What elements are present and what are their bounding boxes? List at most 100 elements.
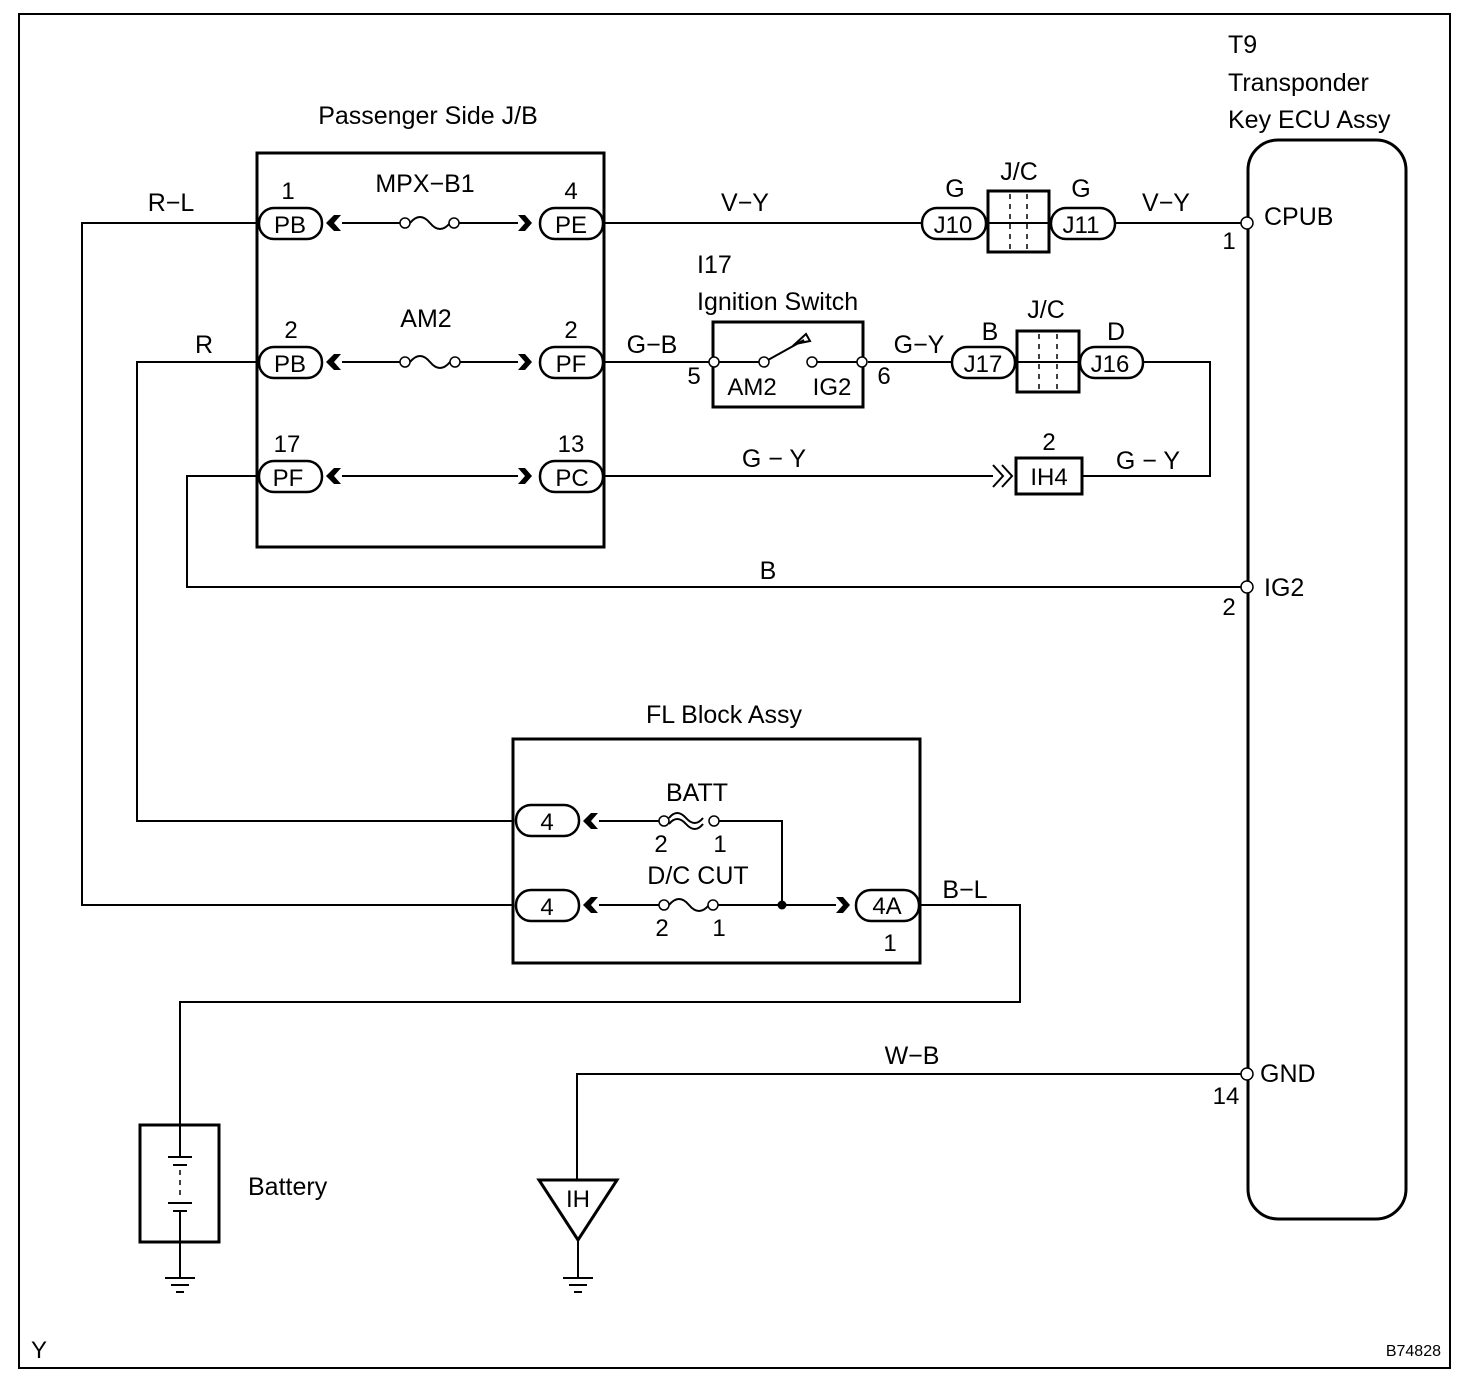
page-ref: Y (31, 1337, 47, 1364)
jb-arrow-left-2 (326, 354, 341, 370)
jb-arrow-right-3 (518, 468, 532, 484)
connector-j11 (1049, 206, 1117, 241)
jb-left-pin-2: 2 (284, 317, 297, 344)
fl-connector-dc-label: 4 (540, 894, 553, 921)
wire-label-b-l: B−L (942, 876, 987, 904)
ig-pin-6-terminal (856, 356, 868, 368)
junction-connector-1: J10 G J/C J11 G (920, 158, 1117, 254)
ecu-name-line1: Transponder (1228, 69, 1369, 97)
jc-1-box (986, 189, 1051, 254)
fuse-terminal (448, 217, 460, 229)
jb-left-conn-label-2: PB (274, 351, 306, 378)
jb-arrow-left-1 (326, 215, 341, 231)
fuse-dc-pin-left: 2 (655, 915, 668, 942)
fuse-terminal (658, 815, 670, 827)
wire-b (186, 475, 1242, 588)
jb-right-pin-3: 13 (558, 431, 585, 458)
fl-arrow-out (836, 897, 850, 913)
wire-r-l (81, 222, 515, 906)
figure-code: B74828 (1386, 1343, 1441, 1360)
ecu-pin-cpub-name: CPUB (1264, 203, 1333, 231)
battery: Battery (138, 1123, 328, 1293)
connector-j10-color: G (945, 175, 964, 203)
fl-arrow-dc (583, 897, 598, 913)
wire-label-g-y-2: G − Y (742, 445, 806, 473)
ecu-box (1246, 138, 1408, 1221)
wire-label-r-l: R−L (148, 189, 195, 217)
jb-right-pin-2: 2 (564, 317, 577, 344)
connector-j17-label: J17 (964, 351, 1003, 378)
ecu-pin-gnd-terminal (1240, 1067, 1254, 1081)
ecu-pin-cpub-terminal (1240, 216, 1254, 230)
fl-block-assy: FL Block Assy 4 BATT 2 1 4 D/C CUT 2 1 4… (511, 701, 922, 965)
ig-pin-6-label: 6 (877, 363, 890, 390)
wire-label-w-b: W−B (885, 1042, 940, 1070)
fl-connector-4a (854, 888, 921, 923)
fuse-terminal (658, 899, 670, 911)
junction-connector-2: J17 B J/C J16 D (950, 296, 1145, 394)
ignition-switch: AM2 IG2 5 6 I17 Ignition Switch (687, 251, 891, 409)
fuse-terminal (707, 899, 719, 911)
fuse-batt-icon (668, 812, 704, 830)
fuse-dc-cut-label: D/C CUT (647, 862, 748, 890)
jb-left-conn-label-1: PB (274, 212, 306, 239)
fuse-am2-label: AM2 (400, 305, 451, 333)
wire-label-b: B (760, 557, 777, 585)
wires (81, 222, 1242, 1180)
connector-j16-label: J16 (1091, 351, 1130, 378)
jb-right-conn-label-3: PC (555, 465, 588, 492)
connector-j16-color: D (1107, 318, 1125, 346)
connector-j16 (1078, 345, 1145, 380)
fl-batt-line-b (719, 820, 783, 905)
wire-label-g-y-3: G − Y (1116, 447, 1180, 475)
fuse-terminal (399, 217, 411, 229)
wire-w-b (576, 1073, 1242, 1180)
fl-connector-batt-label: 4 (540, 809, 553, 836)
fuse-terminal (708, 815, 720, 827)
jb-left-connector-1 (257, 206, 324, 241)
fuse-am2-icon (409, 355, 451, 369)
inline-connector-ih4: IH4 2 (992, 429, 1084, 496)
ground-triangle-icon (536, 1178, 620, 1243)
wire-label-v-y-1: V−Y (721, 189, 769, 217)
ignition-switch-name: Ignition Switch (697, 288, 858, 316)
jb-left-connector-2 (257, 345, 324, 380)
jb-left-conn-label-3: PF (273, 465, 304, 492)
ignition-switch-code: I17 (697, 251, 732, 279)
fuse-batt-pin-left: 2 (654, 831, 667, 858)
ih4-chevron-icon (992, 464, 1014, 488)
ground-ih-label: IH (566, 1186, 590, 1213)
fuse-dc-pin-right: 1 (712, 915, 725, 942)
ecu-pin-ig2-terminal (1240, 580, 1254, 594)
wire-g-y-3 (1083, 361, 1211, 477)
jb-right-conn-label-1: PE (555, 212, 587, 239)
jb-left-pin-1: 1 (281, 178, 294, 205)
jc-1-label: J/C (1000, 158, 1038, 186)
battery-label: Battery (248, 1173, 328, 1201)
wire-b-l (179, 904, 1021, 1125)
fuse-mpx-b1-label: MPX−B1 (375, 170, 474, 198)
ig-contact-ig2 (806, 356, 818, 368)
fuse-terminal (399, 356, 411, 368)
ignition-switch-box (711, 320, 865, 409)
ig-terminal-ig2-label: IG2 (813, 374, 852, 401)
fuse-dc-cut-icon (668, 898, 710, 912)
fl-block-box (511, 737, 922, 965)
fl-block-title: FL Block Assy (646, 701, 803, 729)
diagram-frame (18, 13, 1451, 1369)
fl-connector-batt (514, 803, 581, 838)
ig-terminal-am2-label: AM2 (727, 374, 776, 401)
ecu-pin-ig2-name: IG2 (1264, 574, 1304, 602)
fl-connector-dc (514, 888, 581, 923)
ih4-box (1014, 456, 1084, 496)
jb-right-connector-1 (538, 206, 605, 241)
connector-j10-label: J10 (934, 212, 973, 239)
ecu-pin-gnd-number: 14 (1213, 1083, 1240, 1110)
splice-point (777, 900, 787, 910)
connector-j11-color: G (1071, 175, 1090, 203)
jb-left-pin-3: 17 (274, 431, 301, 458)
fl-connector-4a-pin: 1 (883, 930, 896, 957)
connector-j17 (950, 345, 1017, 380)
fuse-batt-label: BATT (666, 779, 728, 807)
